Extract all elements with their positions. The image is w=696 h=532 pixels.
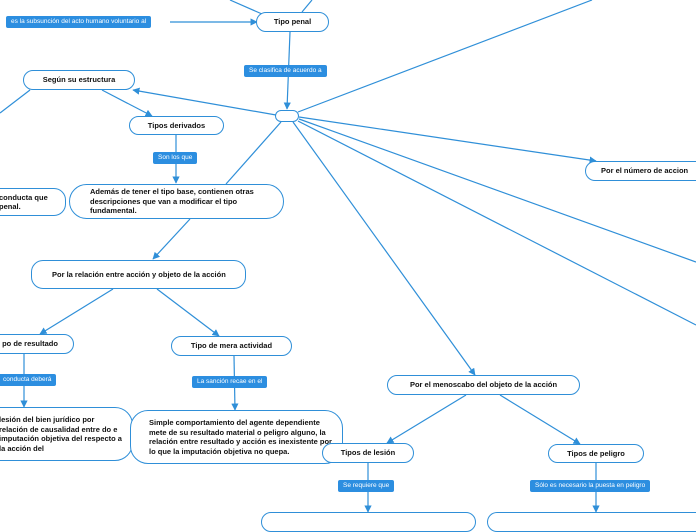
- link-top-left: [229, 0, 263, 15]
- link-ademas-relacion: [152, 218, 191, 260]
- node-hub[interactable]: [275, 110, 299, 122]
- link-hub-ademas: [225, 121, 282, 185]
- node-segun-estructura[interactable]: Según su estructura: [23, 70, 135, 90]
- link-segun-leftout: [0, 89, 31, 114]
- node-tipo-mera-actividad[interactable]: Tipo de mera actividad: [171, 336, 292, 356]
- node-tipos-derivados[interactable]: Tipos derivados: [129, 116, 224, 135]
- link-menoscabo-lesion: [386, 394, 467, 444]
- link-hub-topright: [297, 0, 593, 113]
- node-bottom-cut-right[interactable]: [487, 512, 696, 532]
- link-segun-derivados: [101, 89, 153, 117]
- label-son-los-que: Son los que: [153, 152, 198, 164]
- link-hub-right-a: [298, 118, 696, 263]
- node-tipo-penal[interactable]: Tipo penal: [256, 12, 329, 32]
- label-conducta-debera: conducta deberá: [0, 374, 57, 386]
- node-ademas[interactable]: Además de tener el tipo base, contienen …: [69, 184, 284, 219]
- node-por-numero[interactable]: Por el número de accion: [585, 161, 696, 181]
- node-por-relacion[interactable]: Por la relación entre acción y objeto de…: [31, 260, 246, 289]
- label-solo-necesario: Sólo es necesario la puesta en peligro: [530, 480, 651, 492]
- label-se-requiere: Se requiere que: [338, 480, 395, 492]
- label-sancion-recae: La sanción recae en el: [192, 376, 268, 388]
- node-tipos-lesion[interactable]: Tipos de lesión: [322, 443, 414, 463]
- node-tipo-resultado[interactable]: po de resultado: [0, 334, 74, 354]
- node-bottom-cut-left[interactable]: [261, 512, 476, 532]
- node-tipos-peligro[interactable]: Tipos de peligro: [548, 444, 644, 463]
- node-simple-comportamiento[interactable]: Simple comportamiento del agente dependi…: [130, 410, 343, 464]
- connector-lines: [0, 0, 696, 513]
- link-relacion-resultado: [39, 288, 114, 335]
- link-hub-right-b: [297, 120, 696, 326]
- link-menoscabo-peligro: [499, 394, 581, 445]
- label-se-clasifica: Se clasifica de acuerdo a: [244, 65, 327, 77]
- node-lesion-bien[interactable]: lesión del bien jurídico por relación de…: [0, 407, 133, 461]
- link-hub-numero: [298, 116, 597, 164]
- link-relacion-mera: [156, 288, 220, 337]
- node-por-menoscabo[interactable]: Por el menoscabo del objeto de la acción: [387, 375, 580, 395]
- link-hub-segun: [132, 87, 277, 116]
- label-subsuncion: es la subsunción del acto humano volunta…: [6, 16, 152, 28]
- link-hub-menoscabo: [292, 121, 476, 376]
- node-conducta-penal[interactable]: conducta que penal.: [0, 188, 66, 216]
- link-top-right: [301, 0, 313, 13]
